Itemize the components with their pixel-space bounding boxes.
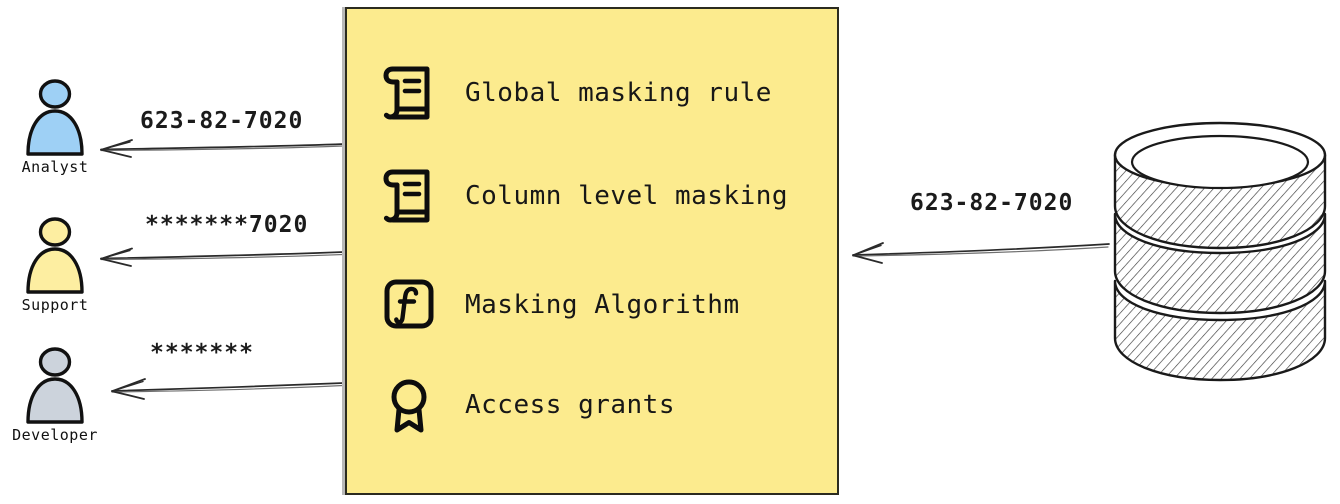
policy-panel: Global masking rule Column level masking… [345, 7, 839, 495]
arrow-policy-to-analyst: 623-82-7020 [95, 108, 345, 158]
person-icon [26, 347, 84, 424]
policy-item-global-masking-rule[interactable]: Global masking rule [383, 65, 772, 121]
database-source[interactable] [1107, 118, 1333, 394]
policy-item-access-grants[interactable]: Access grants [383, 377, 675, 433]
actor-analyst-label: Analyst [21, 158, 89, 176]
function-icon [384, 279, 434, 329]
arrow-db-to-policy-label: 623-82-7020 [910, 190, 1074, 216]
person-icon [26, 217, 84, 294]
actor-developer[interactable]: Developer [0, 346, 110, 444]
arrow-policy-to-analyst-label: 623-82-7020 [140, 108, 304, 134]
arrow-policy-to-support: *******7020 [95, 212, 345, 270]
policy-item-masking-algorithm[interactable]: Masking Algorithm [383, 277, 740, 333]
arrow-left-icon [111, 378, 345, 400]
database-cylinder-icon [1113, 121, 1327, 382]
arrow-left-icon [100, 139, 345, 158]
arrow-left-icon [852, 242, 1110, 264]
arrow-left-icon [100, 247, 345, 267]
arrow-policy-to-support-label: *******7020 [145, 212, 309, 238]
actor-analyst[interactable]: Analyst [0, 78, 110, 176]
actor-support[interactable]: Support [0, 216, 110, 314]
actor-developer-label: Developer [12, 426, 98, 444]
person-icon [26, 79, 84, 156]
policy-item-label: Access grants [465, 390, 675, 420]
scroll-icon [383, 169, 430, 223]
actor-support-label: Support [21, 296, 89, 314]
policy-item-label: Masking Algorithm [465, 290, 740, 320]
policy-item-label: Column level masking [465, 181, 789, 211]
arrow-db-to-policy: 623-82-7020 [845, 190, 1110, 270]
award-icon [391, 379, 427, 433]
arrow-policy-to-developer-label: ******* [150, 340, 254, 366]
arrow-policy-to-developer: ******* [105, 340, 345, 400]
scroll-icon [383, 66, 430, 120]
policy-item-column-level-masking[interactable]: Column level masking [383, 168, 788, 224]
policy-item-label: Global masking rule [465, 78, 772, 108]
